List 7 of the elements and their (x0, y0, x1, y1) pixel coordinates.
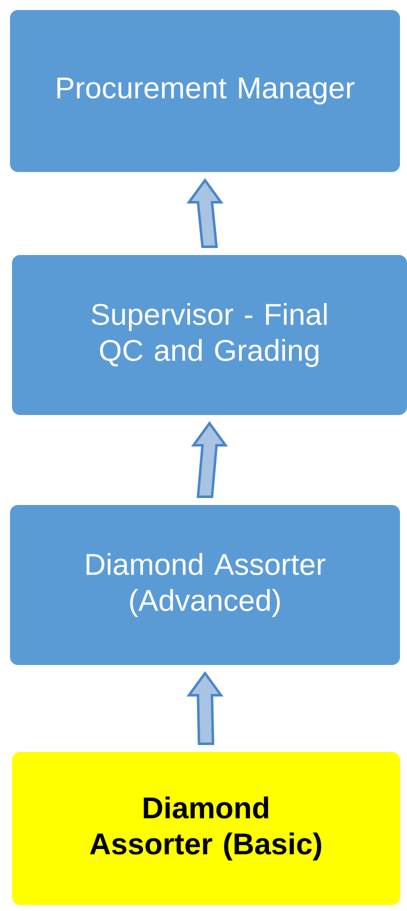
block-arrow (186, 178, 224, 248)
block-arrow (186, 671, 224, 746)
process-box: Diamond Assorter (Advanced) (10, 505, 400, 665)
process-box: Procurement Manager (10, 10, 400, 172)
highlighted-box: Diamond Assorter (Basic) (12, 752, 400, 905)
process-box: Supervisor - Final QC and Grading (12, 255, 407, 415)
block-arrow (191, 421, 228, 498)
